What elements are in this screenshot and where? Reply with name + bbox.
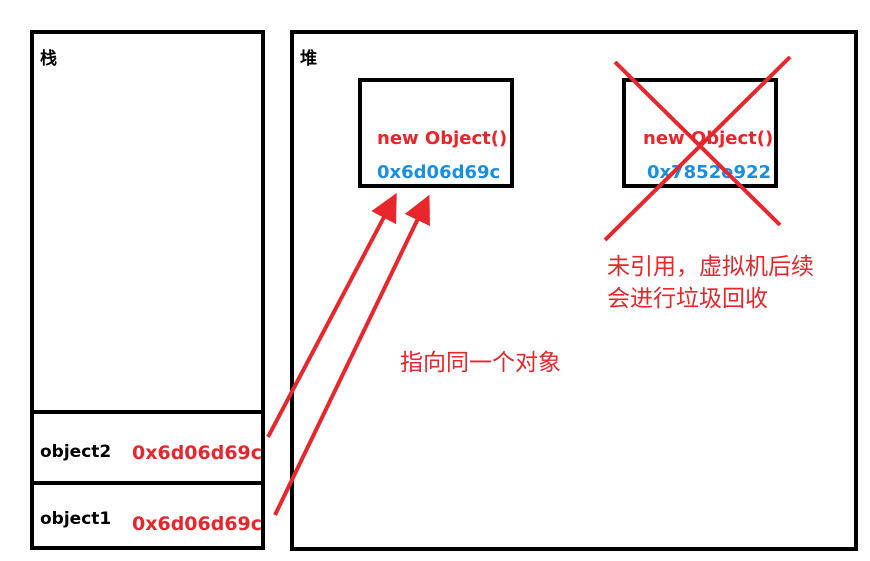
stack-title: 栈 xyxy=(40,49,57,69)
heap-title: 堆 xyxy=(300,49,317,69)
object-label: new Object() xyxy=(377,128,508,149)
stack-var-address: 0x6d06d69c xyxy=(132,442,263,464)
stack-var-name: object2 xyxy=(40,442,112,462)
same-object-annotation: 指向同一个对象 xyxy=(400,350,561,376)
stack-panel: 栈 object2 0x6d06d69c object1 0x6d06d69c xyxy=(30,30,265,550)
cross-mark-line-2 xyxy=(603,55,792,242)
stack-var-name: object1 xyxy=(40,509,112,529)
heap-object-referenced: new Object() 0x6d06d69c xyxy=(358,78,514,188)
stack-row-object2: object2 0x6d06d69c xyxy=(30,410,265,482)
arrow-object1-to-object xyxy=(273,194,430,516)
cross-mark-line-1 xyxy=(613,60,782,227)
object-address: 0x6d06d69c xyxy=(377,162,501,183)
stack-var-address: 0x6d06d69c xyxy=(132,513,263,535)
stack-row-object1: object1 0x6d06d69c xyxy=(30,481,265,550)
gc-note-line-2: 会进行垃圾回收 xyxy=(607,286,768,312)
gc-note-line-1: 未引用，虚拟机后续 xyxy=(607,254,814,280)
arrow-object2-to-object xyxy=(266,192,397,438)
